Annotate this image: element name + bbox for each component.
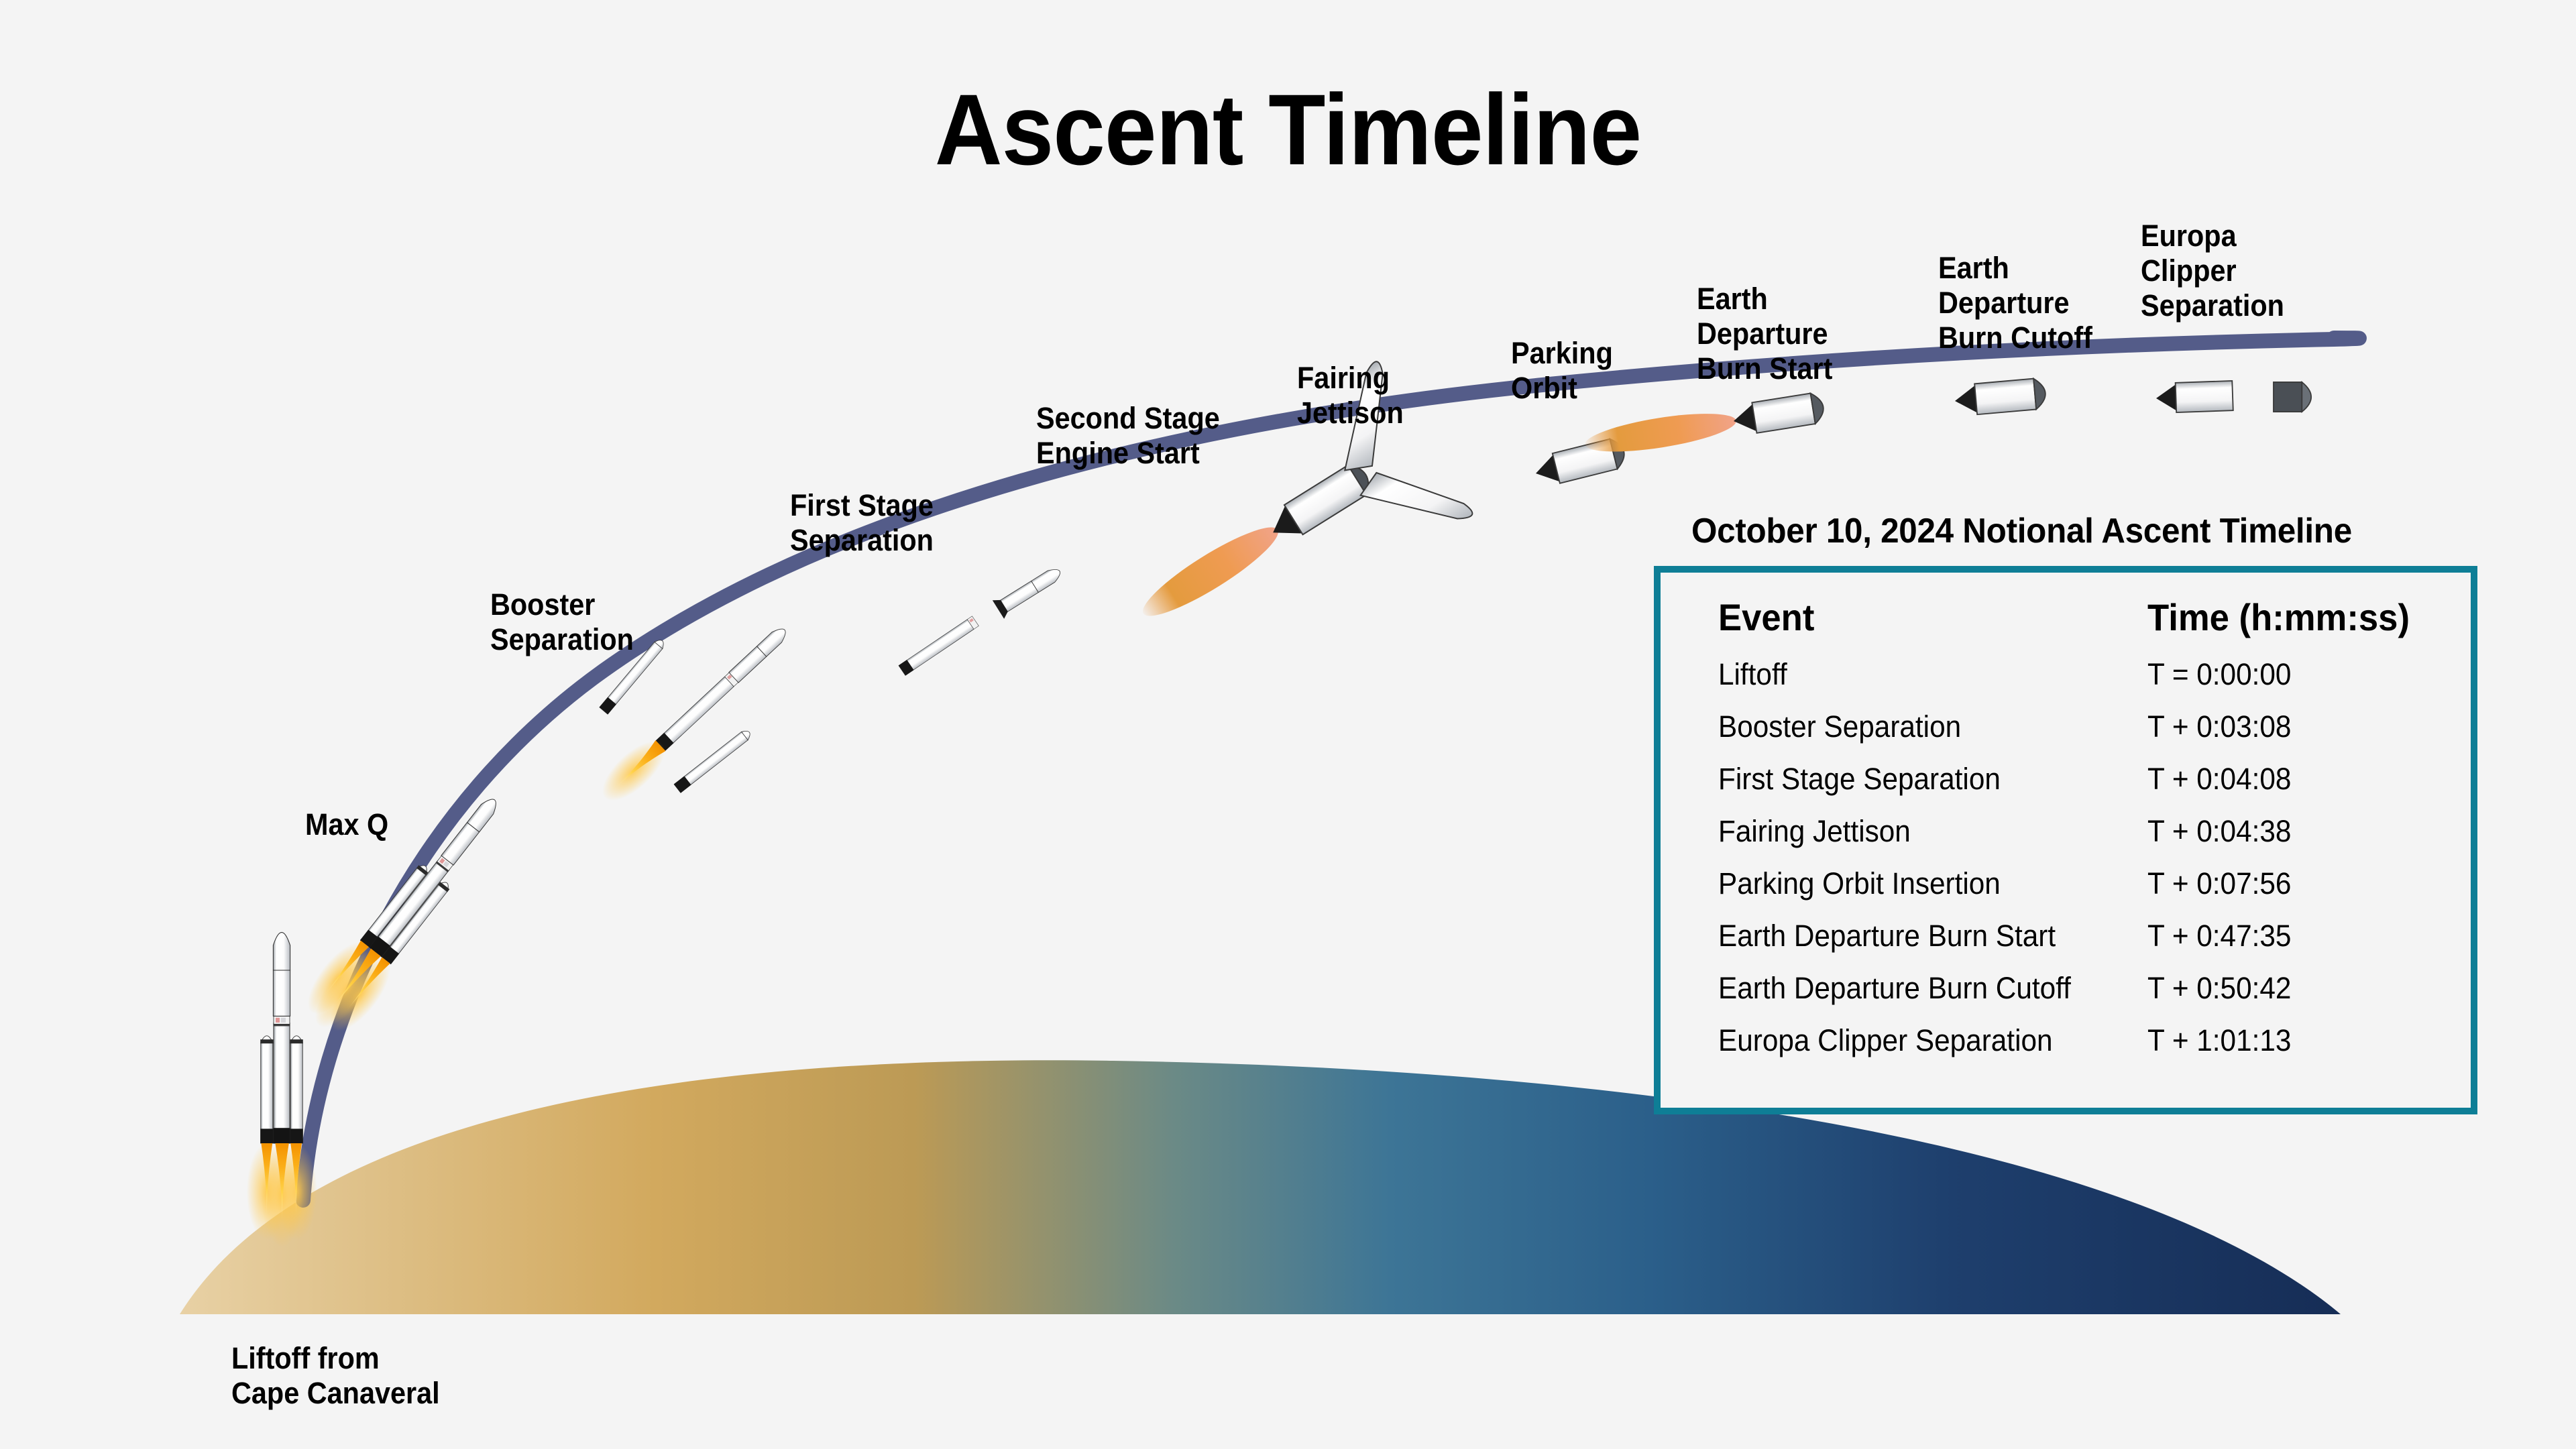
label-parking-orbit: Parking Orbit [1511,336,1613,406]
row-event-label: Liftoff [1718,657,1787,691]
label-fairing-jettison: Fairing Jettison [1297,361,1404,430]
label-earth-departure-burn-start: Earth Departure Burn Start [1697,282,1833,386]
label-liftoff: Liftoff from Cape Canaveral [231,1341,440,1411]
row-time-value: T + 0:07:56 [2147,866,2292,901]
table-row: Booster Separation T + 0:03:08 [1661,709,2471,762]
row-time-value: T + 0:04:38 [2147,814,2292,848]
fairing-jettison-group [1142,361,1473,616]
timeline-table: Event Time (h:mm:ss) Liftoff T = 0:00:00… [1654,566,2477,1114]
timeline-panel: October 10, 2024 Notional Ascent Timelin… [1654,511,2477,1114]
second-stage-plume [1142,527,1278,616]
row-event-label: Parking Orbit Insertion [1718,866,2001,901]
row-time-value: T + 0:03:08 [2147,709,2292,744]
row-time-value: T + 0:04:08 [2147,762,2292,796]
row-time-value: T = 0:00:00 [2147,657,2292,691]
rocket-liftoff [246,932,317,1247]
row-event-label: Fairing Jettison [1718,814,1911,848]
label-europa-clipper-separation: Europa Clipper Separation [2141,219,2284,323]
row-event-label: Europa Clipper Separation [1718,1023,2053,1057]
row-event-label: Earth Departure Burn Start [1718,919,2056,953]
label-earth-departure-burn-cutoff: Earth Departure Burn Cutoff [1938,251,2092,355]
label-booster-separation: Booster Separation [490,587,634,657]
trajectory-curve [296,331,2367,1208]
table-row: First Stage Separation T + 0:04:08 [1661,762,2471,814]
table-row: Parking Orbit Insertion T + 0:07:56 [1661,866,2471,919]
row-event-label: First Stage Separation [1718,762,2001,796]
label-second-stage-engine-start: Second Stage Engine Start [1036,401,1220,471]
table-caption: October 10, 2024 Notional Ascent Timelin… [1691,512,2352,550]
row-time-value: T + 0:47:35 [2147,919,2292,953]
table-header-row: Event Time (h:mm:ss) [1661,595,2471,657]
edb-plume [1585,414,1736,452]
engine-flames-maxq [307,940,390,1031]
column-header-time: Time (h:mm:ss) [2147,596,2410,638]
row-event-label: Booster Separation [1718,709,1962,744]
table-row: Earth Departure Burn Cutoff T + 0:50:42 [1661,971,2471,1023]
label-max-q: Max Q [305,807,389,842]
table-row: Fairing Jettison T + 0:04:38 [1661,814,2471,866]
row-time-value: T + 0:50:42 [2147,971,2292,1005]
earth-limb [180,1060,2341,1314]
rocket-max-q [307,787,510,1031]
table-row: Europa Clipper Separation T + 1:01:13 [1661,1023,2471,1076]
page-title: Ascent Timeline [934,73,1642,186]
label-first-stage-separation: First Stage Separation [790,488,934,558]
engine-flames-liftoff [246,1142,317,1247]
row-event-label: Earth Departure Burn Cutoff [1718,971,2071,1005]
table-row: Liftoff T = 0:00:00 [1661,657,2471,709]
booster-separation-group [599,628,786,801]
rocket-edb-cutoff [1953,377,2048,417]
europa-clipper-spacecraft [2273,381,2312,413]
column-header-event: Event [1718,596,1815,638]
rocket-edb-start [1585,391,1827,452]
clipper-separation-group [2156,380,2312,413]
table-row: Earth Departure Burn Start T + 0:47:35 [1661,919,2471,971]
first-stage-separation-group [898,561,1066,677]
row-time-value: T + 1:01:13 [2147,1023,2292,1057]
